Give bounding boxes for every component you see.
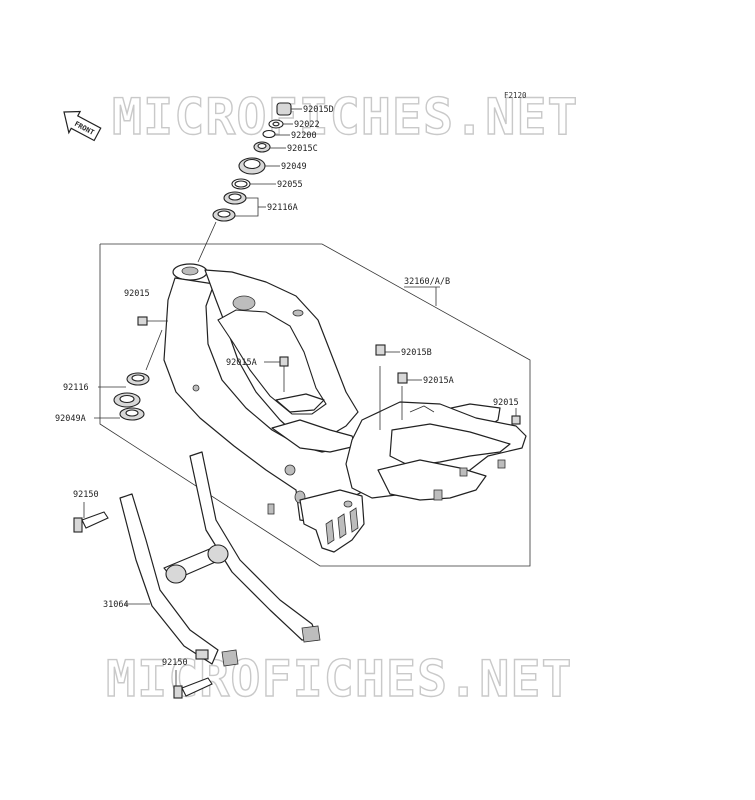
part-31064-bracket bbox=[119, 451, 321, 667]
label-92015A-right: 92015A bbox=[423, 376, 454, 386]
label-32160: 32160/A/B bbox=[404, 277, 450, 287]
part-92116A-lower bbox=[212, 208, 236, 222]
label-92150-bottom: 92150 bbox=[162, 658, 188, 668]
part-92200 bbox=[262, 129, 290, 139]
watermark-top: MICROFICHES.NET bbox=[112, 88, 579, 146]
watermark-bottom: MICROFICHES.NET bbox=[106, 650, 573, 708]
part-92015A-center-bolt bbox=[264, 356, 289, 392]
steering-bearing-stack bbox=[197, 102, 302, 263]
part-92022 bbox=[268, 119, 293, 129]
main-frame bbox=[163, 263, 527, 553]
label-92015A-center: 92015A bbox=[226, 358, 257, 368]
part-92015-left-bolt bbox=[137, 316, 168, 326]
label-92015-right: 92015 bbox=[493, 398, 519, 408]
frame-outline-box bbox=[99, 243, 531, 567]
label-92015C: 92015C bbox=[287, 144, 318, 154]
label-31064: 31064 bbox=[103, 600, 129, 610]
diagram-code: F2120 bbox=[504, 91, 527, 100]
part-92015A-right-bolt bbox=[397, 372, 422, 384]
label-92049: 92049 bbox=[281, 162, 307, 172]
label-92116: 92116 bbox=[63, 383, 89, 393]
part-92015D bbox=[276, 102, 302, 116]
label-92022: 92022 bbox=[294, 120, 320, 130]
part-92150-top-bolt bbox=[73, 502, 109, 533]
label-92015-left: 92015 bbox=[124, 289, 150, 299]
part-92049 bbox=[238, 157, 280, 175]
part-92116-bearing bbox=[98, 329, 163, 388]
part-92015-right-bolt bbox=[511, 408, 521, 425]
part-92150-bottom-bolt bbox=[173, 670, 213, 699]
part-92116A-upper bbox=[223, 191, 247, 205]
front-arrow-icon: FRONT bbox=[63, 110, 102, 142]
part-92055 bbox=[231, 178, 276, 190]
label-92055: 92055 bbox=[277, 180, 303, 190]
label-92116A: 92116A bbox=[267, 203, 298, 213]
label-92015B: 92015B bbox=[401, 348, 432, 358]
part-92015C bbox=[253, 141, 286, 153]
label-92200: 92200 bbox=[291, 131, 317, 141]
label-92015D: 92015D bbox=[303, 105, 334, 115]
label-92049A: 92049A bbox=[55, 414, 86, 424]
part-92015B-bolt bbox=[375, 344, 400, 356]
part-92049A-seal bbox=[94, 392, 145, 421]
label-92150-top: 92150 bbox=[73, 490, 99, 500]
